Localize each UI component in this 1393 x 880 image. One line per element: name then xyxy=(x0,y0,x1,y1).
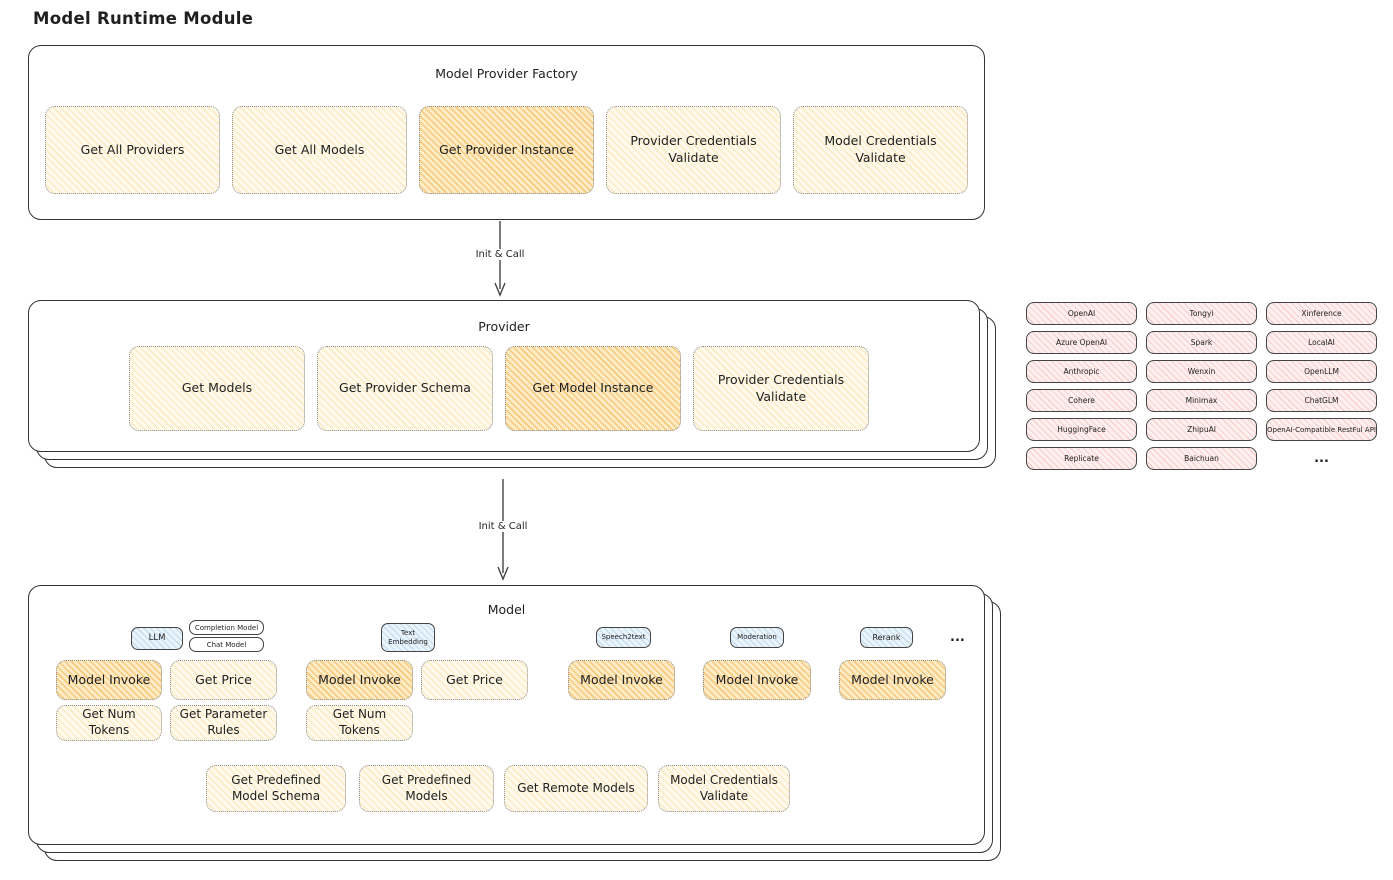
page-title: Model Runtime Module xyxy=(33,9,254,28)
factory-box-title: Model Provider Factory xyxy=(435,66,578,81)
arrow-label-init-call-1: Init & Call xyxy=(440,249,560,260)
provider-chip-replicate: Replicate xyxy=(1026,447,1137,470)
tab-llm: LLM xyxy=(131,627,183,650)
node-get-model-instance: Get Model Instance xyxy=(505,346,681,431)
node-get-remote-models: Get Remote Models xyxy=(504,765,648,812)
node-embedding-get-num-tokens: Get Num Tokens xyxy=(306,705,413,741)
provider-chip-baichuan: Baichuan xyxy=(1146,447,1257,470)
node-get-models: Get Models xyxy=(129,346,305,431)
factory-box: Model Provider Factory Get All Providers… xyxy=(28,45,985,220)
model-box: Model LLM Completion Model Chat Model Te… xyxy=(28,585,985,845)
providers-grid-more: ... xyxy=(1314,451,1329,466)
provider-chip-spark: Spark xyxy=(1146,331,1257,354)
node-llm-model-invoke: Model Invoke xyxy=(56,660,162,700)
provider-chip-tongyi: Tongyi xyxy=(1146,302,1257,325)
provider-chip-anthropic: Anthropic xyxy=(1026,360,1137,383)
tab-moderation: Moderation xyxy=(730,627,784,648)
node-speech2text-model-invoke: Model Invoke xyxy=(568,660,675,700)
node-get-provider-instance: Get Provider Instance xyxy=(419,106,594,194)
model-tabs-more: ... xyxy=(950,630,965,645)
provider-chip-wenxin: Wenxin xyxy=(1146,360,1257,383)
providers-grid: OpenAI Tongyi Xinference Azure OpenAI Sp… xyxy=(1026,302,1377,470)
provider-chip-openai: OpenAI xyxy=(1026,302,1137,325)
node-llm-get-price: Get Price xyxy=(170,660,277,700)
provider-chip-openllm: OpenLLM xyxy=(1266,360,1377,383)
factory-buttons-row: Get All Providers Get All Models Get Pro… xyxy=(45,106,968,194)
provider-chip-xinference: Xinference xyxy=(1266,302,1377,325)
node-provider-credentials-validate: Provider Credentials Validate xyxy=(606,106,781,194)
provider-chip-huggingface: HuggingFace xyxy=(1026,418,1137,441)
provider-chip-openai-compatible: OpenAI-Compatible RestFul API xyxy=(1266,418,1377,441)
tab-completion-model: Completion Model xyxy=(189,620,264,635)
tab-text-embedding: Text Embedding xyxy=(381,623,435,652)
node-get-all-models: Get All Models xyxy=(232,106,407,194)
model-box-title: Model xyxy=(487,602,526,617)
provider-chip-cohere: Cohere xyxy=(1026,389,1137,412)
node-get-predefined-model-schema: Get Predefined Model Schema xyxy=(206,765,346,812)
arrow-label-init-call-2: Init & Call xyxy=(443,521,563,532)
node-llm-get-parameter-rules: Get Parameter Rules xyxy=(170,705,277,741)
tab-speech2text: Speech2text xyxy=(596,627,651,648)
node-provider-credentials-validate-2: Provider Credentials Validate xyxy=(693,346,869,431)
node-get-provider-schema: Get Provider Schema xyxy=(317,346,493,431)
provider-chip-minimax: Minimax xyxy=(1146,389,1257,412)
provider-chip-zhipuai: ZhipuAI xyxy=(1146,418,1257,441)
node-embedding-get-price: Get Price xyxy=(421,660,528,700)
provider-chip-chatglm: ChatGLM xyxy=(1266,389,1377,412)
tab-chat-model: Chat Model xyxy=(189,637,264,652)
node-get-all-providers: Get All Providers xyxy=(45,106,220,194)
tab-rerank: Rerank xyxy=(860,627,913,648)
provider-buttons-row: Get Models Get Provider Schema Get Model… xyxy=(129,346,869,431)
node-llm-get-num-tokens: Get Num Tokens xyxy=(56,705,162,741)
node-get-predefined-models: Get Predefined Models xyxy=(359,765,494,812)
node-model-credentials-validate-2: Model Credentials Validate xyxy=(658,765,790,812)
provider-chip-localai: LocalAI xyxy=(1266,331,1377,354)
provider-chip-azure-openai: Azure OpenAI xyxy=(1026,331,1137,354)
node-embedding-model-invoke: Model Invoke xyxy=(306,660,413,700)
node-rerank-model-invoke: Model Invoke xyxy=(839,660,946,700)
provider-box-title: Provider xyxy=(478,319,530,334)
node-model-credentials-validate: Model Credentials Validate xyxy=(793,106,968,194)
node-moderation-model-invoke: Model Invoke xyxy=(703,660,811,700)
provider-box: Provider Get Models Get Provider Schema … xyxy=(28,300,980,452)
